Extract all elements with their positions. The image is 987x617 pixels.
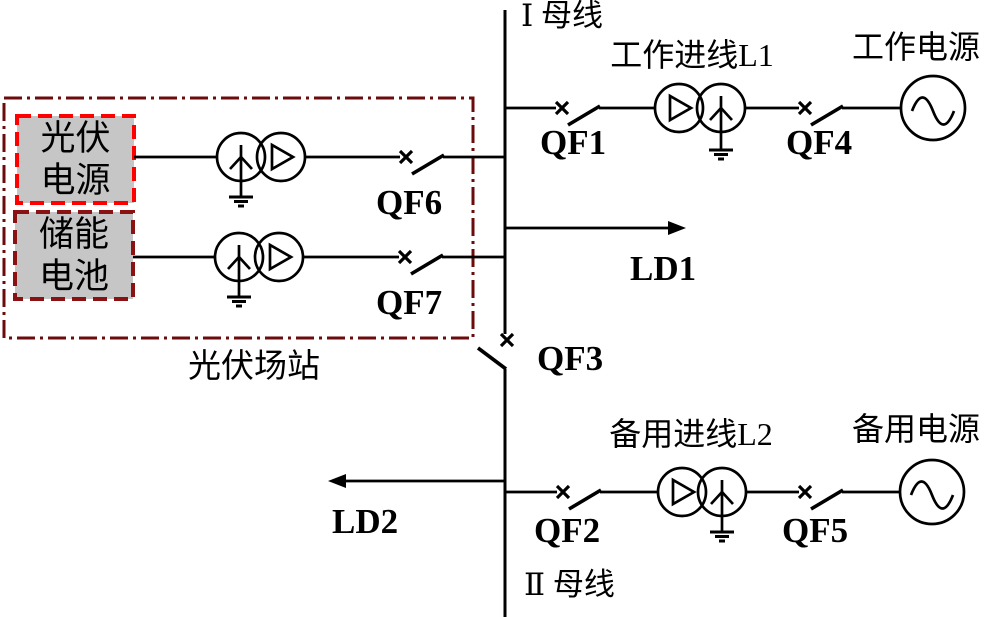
converter-battery-symbol	[213, 231, 305, 308]
backup-line-branch	[505, 458, 966, 543]
transformer-l1-symbol	[653, 82, 747, 161]
converter-pv-symbol	[215, 131, 307, 208]
delta-winding-icon	[268, 242, 294, 272]
arrow-winding-icon	[227, 245, 251, 297]
backup-line-label: 备用进线L2	[609, 416, 773, 452]
breaker-qf2-symbol	[555, 484, 602, 511]
battery-branch	[133, 231, 505, 308]
arrow-winding-icon	[710, 480, 734, 532]
breaker-qf5-symbol	[797, 484, 844, 511]
backup-source-label: 备用电源	[851, 411, 981, 447]
breaker-qf7-label: QF7	[376, 283, 443, 322]
ground-icon	[227, 295, 251, 308]
ground-icon	[709, 148, 733, 161]
ld1-feeder-arrow	[505, 221, 686, 235]
arrow-left-icon	[328, 474, 346, 488]
delta-winding-icon	[671, 477, 697, 507]
breaker-qf1-label: QF1	[540, 123, 607, 162]
breaker-qf6-symbol	[398, 149, 445, 176]
work-line-label: 工作进线L1	[610, 37, 774, 73]
work-source-label: 工作电源	[851, 29, 981, 65]
battery-box	[13, 210, 135, 301]
sine-wave-icon	[910, 96, 956, 126]
breaker-qf4-symbol	[797, 100, 844, 127]
breaker-qf6-label: QF6	[376, 183, 443, 222]
delta-winding-icon	[668, 93, 694, 123]
arrow-right-icon	[668, 221, 686, 235]
breaker-qf1-symbol	[554, 100, 601, 127]
arrow-winding-icon	[229, 145, 253, 197]
ground-icon	[710, 530, 734, 543]
sine-wave-icon	[909, 480, 955, 510]
bus-1-label: Ⅰ 母线	[521, 0, 603, 33]
battery-box-label: 储能 电池	[38, 215, 109, 296]
work-source-generator-icon	[899, 74, 967, 142]
pv-station-boundary-box	[2, 96, 475, 340]
arrow-winding-icon	[709, 96, 733, 150]
breaker-qf3-label: QF3	[537, 339, 604, 378]
ld2-feeder-arrow	[328, 474, 505, 488]
transformer-l2-symbol	[656, 466, 748, 543]
load-ld1-label: LD1	[630, 249, 697, 288]
backup-source-generator-icon	[898, 458, 966, 526]
breaker-qf7-symbol	[397, 249, 444, 276]
pv-source-box	[15, 114, 136, 205]
breaker-qf2-label: QF2	[534, 511, 601, 550]
pv-station-label: 光伏场站	[188, 349, 320, 385]
delta-winding-icon	[270, 142, 296, 172]
load-ld2-label: LD2	[332, 502, 399, 541]
pv-source-branch	[134, 131, 505, 208]
work-line-branch	[505, 74, 967, 161]
ground-icon	[229, 195, 253, 208]
breaker-qf3-symbol	[476, 332, 515, 371]
bus-2-label: Ⅱ 母线	[524, 567, 615, 602]
pv-source-box-label: 光伏 电源	[40, 119, 111, 200]
breaker-qf4-label: QF4	[786, 123, 853, 162]
breaker-qf5-label: QF5	[782, 511, 849, 550]
